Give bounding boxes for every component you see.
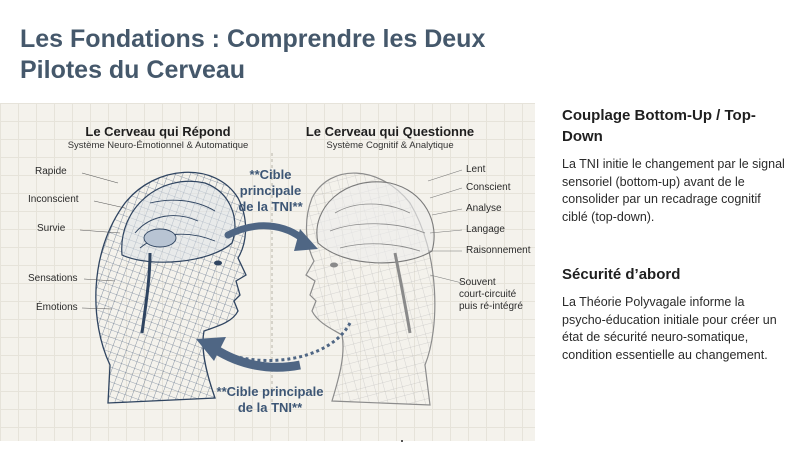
top-target-line-1: **Cible xyxy=(249,167,292,182)
left-brain-title: Le Cerveau qui Répond xyxy=(85,124,231,139)
label-raisonnement: Raisonnement xyxy=(466,245,531,256)
left-brain-subtitle: Système Neuro-Émotionnel & Automatique xyxy=(67,140,249,151)
label-lent: Lent xyxy=(466,164,486,175)
label-rapide: Rapide xyxy=(35,166,67,177)
top-target-line-2: principale xyxy=(239,183,302,198)
stray-dot xyxy=(401,440,403,442)
coupling-heading: Couplage Bottom-Up / Top-Down xyxy=(562,107,756,145)
note-line-1: Souvent xyxy=(459,277,496,288)
bottom-target-line-1: **Cible principale xyxy=(216,384,324,399)
safety-body: La Théorie Polyvagale informe la psycho-… xyxy=(562,295,777,362)
brain-diagram: Le Cerveau qui Répond Système Neuro-Émot… xyxy=(0,103,535,441)
bottom-arrow-dashed xyxy=(214,322,352,362)
coupling-body: La TNI initie le changement par le signa… xyxy=(562,157,785,224)
bottom-target-line-2: de la TNI** xyxy=(237,400,303,415)
sidebar-section-safety: Sécurité d’abord La Théorie Polyvagale i… xyxy=(562,264,787,364)
note-line-2: court-circuité xyxy=(459,289,517,300)
right-leader-lines xyxy=(427,169,463,284)
bottom-arrow xyxy=(212,345,301,372)
right-head-sketch xyxy=(305,172,436,406)
label-analyse: Analyse xyxy=(466,203,502,214)
note-line-3: puis ré-intégré xyxy=(459,301,523,312)
page-title: Les Fondations : Comprendre les Deux Pil… xyxy=(20,24,540,86)
top-arrow-head xyxy=(294,229,318,251)
label-sensations: Sensations xyxy=(28,273,78,284)
label-note: Souvent court-circuité puis ré-intégré xyxy=(459,277,523,313)
left-leader-lines xyxy=(79,172,126,310)
brain-illustration xyxy=(79,153,463,406)
bottom-target-label: **Cible principale de la TNI** xyxy=(185,384,355,416)
label-langage: Langage xyxy=(466,224,505,235)
page-title-line-1: Les Fondations : Comprendre les Deux xyxy=(20,25,486,53)
label-emotions: Émotions xyxy=(36,302,78,313)
left-head-mesh xyxy=(95,171,247,404)
right-brain-title: Le Cerveau qui Questionne xyxy=(305,124,475,139)
page-title-line-2: Pilotes du Cerveau xyxy=(20,56,246,84)
label-survie: Survie xyxy=(37,223,66,234)
safety-heading: Sécurité d’abord xyxy=(562,266,681,283)
label-inconscient: Inconscient xyxy=(28,194,79,205)
right-brain-subtitle: Système Cognitif & Analytique xyxy=(326,140,454,151)
top-target-line-3: de la TNI** xyxy=(238,199,303,214)
sidebar-section-coupling: Couplage Bottom-Up / Top-Down La TNI ini… xyxy=(562,105,787,226)
top-target-label: **Cible principale de la TNI** xyxy=(218,167,323,215)
bottom-arrow-head xyxy=(196,337,226,361)
label-conscient: Conscient xyxy=(466,182,511,193)
